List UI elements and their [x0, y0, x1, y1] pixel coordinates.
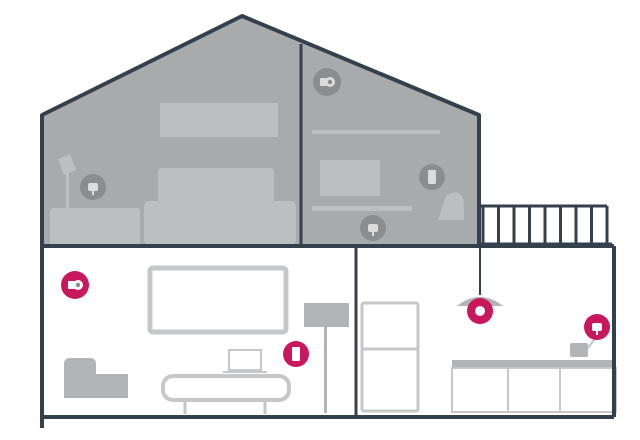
laptop-icon	[223, 349, 267, 373]
door-sensor-icon[interactable]	[283, 341, 309, 367]
smart-plug-icon[interactable]	[584, 314, 610, 340]
door-sensor-icon[interactable]	[419, 164, 445, 190]
nightstand	[50, 208, 140, 245]
security-camera-icon[interactable]	[313, 68, 341, 96]
smart-plug-icon[interactable]	[360, 215, 386, 241]
counter	[451, 360, 617, 413]
railing-posts	[481, 206, 609, 244]
living-room	[64, 265, 349, 414]
wall-shelf	[160, 103, 278, 137]
chair-icon	[438, 192, 464, 220]
kitchen	[360, 248, 617, 413]
upper-floor	[42, 16, 479, 245]
fridge-icon	[360, 301, 420, 413]
smart-plug-icon[interactable]	[80, 174, 106, 200]
lower-floor	[61, 248, 617, 414]
armchair-icon	[64, 358, 128, 398]
monitor-icon	[320, 160, 380, 196]
office-shelf	[312, 130, 440, 134]
tv-stand	[161, 374, 291, 402]
headboard	[158, 168, 274, 208]
cooking-pot-icon	[570, 343, 588, 357]
bed	[144, 201, 296, 245]
lower-devices	[61, 271, 610, 367]
office	[312, 130, 464, 220]
house-outline	[40, 14, 616, 428]
floor-lamp-icon	[304, 303, 349, 413]
security-camera-icon[interactable]	[61, 271, 89, 299]
upper-devices	[80, 68, 445, 241]
roof	[40, 14, 481, 428]
floor-lamp-icon	[58, 154, 76, 208]
tv-screen	[147, 265, 289, 335]
desk	[312, 206, 412, 211]
bedroom	[50, 103, 296, 245]
smart-bulb-icon[interactable]	[467, 298, 493, 324]
